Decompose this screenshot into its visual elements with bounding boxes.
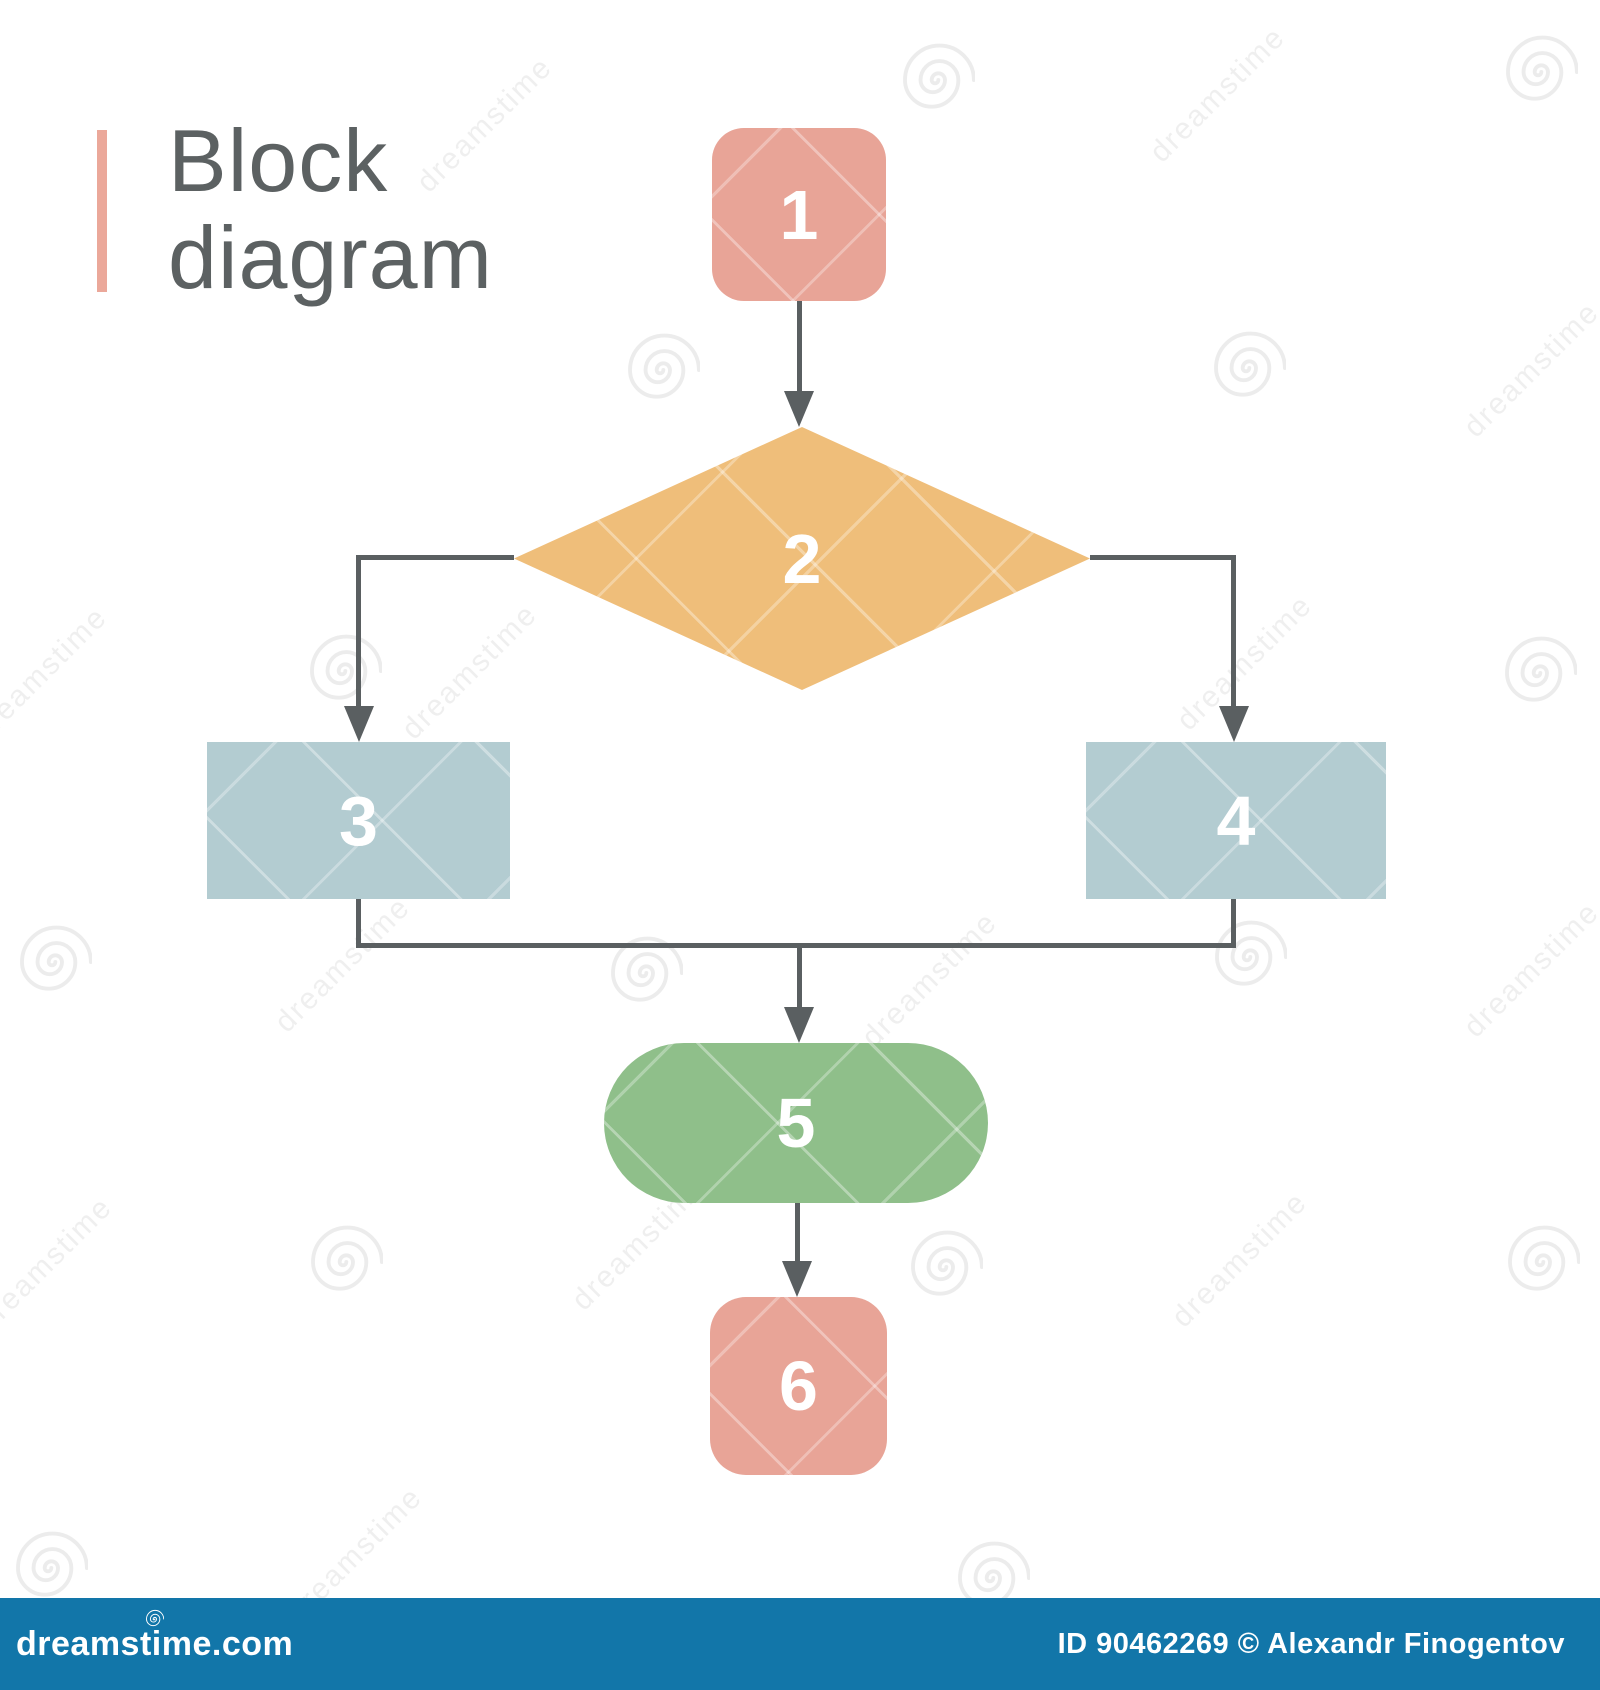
flow-node-4-label: 4 (1216, 781, 1256, 860)
dreamstime-spiral-watermark-icon (1508, 1225, 1580, 1291)
image-credit: ID 90462269 © Alexandr Finogentov (1057, 1627, 1565, 1660)
dreamstime-logo-text: dreamstime.com (16, 1624, 294, 1663)
flow-node-1: 1 (712, 128, 886, 301)
edge-4-5-line (1231, 899, 1236, 948)
flow-node-5-label: 5 (776, 1084, 816, 1162)
dreamstime-text-watermark: dreamstime (0, 1190, 119, 1339)
dreamstime-spiral-watermark-icon (1215, 920, 1287, 986)
edge-merge-5-line (797, 943, 802, 1009)
edge-5-6-arrowhead (782, 1261, 812, 1297)
flow-node-2: 2 (514, 427, 1090, 690)
flow-node-3: 3 (207, 742, 510, 899)
dreamstime-logo-spiral-icon (146, 1609, 164, 1626)
dreamstime-text-watermark: dreamstime (855, 905, 1004, 1054)
flow-node-6-label: 6 (779, 1347, 818, 1425)
page-title-line2: diagram (168, 208, 493, 307)
dreamstime-spiral-watermark-icon (628, 333, 700, 399)
dreamstime-spiral-watermark-icon (20, 925, 92, 991)
dreamstime-text-watermark: dreamstime (1457, 895, 1600, 1044)
dreamstime-spiral-watermark-icon (311, 1225, 383, 1291)
dreamstime-text-watermark: dreamstime (268, 890, 417, 1039)
title-accent-bar (97, 130, 107, 292)
flow-node-3-label: 3 (339, 781, 378, 860)
dreamstime-spiral-watermark-icon (1506, 35, 1578, 101)
edge-2-3-vline (356, 555, 361, 707)
edge-1-2-arrowhead (784, 391, 814, 427)
edge-2-4-vline (1231, 555, 1236, 707)
dreamstime-text-watermark: dreamstime (1165, 1185, 1314, 1334)
edge-merge-5-arrowhead (784, 1007, 814, 1043)
dreamstime-logo: dreamstime.com (16, 1609, 294, 1664)
flow-node-5: 5 (604, 1043, 988, 1203)
page-title: Block diagram (168, 112, 493, 306)
edge-2-4-arrowhead (1219, 706, 1249, 742)
edge-2-3-arrowhead (344, 706, 374, 742)
dreamstime-text-watermark: dreamstime (1143, 20, 1292, 169)
edge-3-5-line (356, 899, 361, 948)
edge-2-3-hline (356, 555, 514, 560)
flow-node-1-label: 1 (779, 175, 819, 254)
dreamstime-spiral-watermark-icon (1505, 636, 1577, 702)
dreamstime-spiral-watermark-icon (16, 1531, 88, 1597)
footer-bar: dreamstime.com ID 90462269 © Alexandr Fi… (0, 1598, 1600, 1690)
flow-node-2-label: 2 (782, 519, 822, 598)
dreamstime-spiral-watermark-icon (903, 43, 975, 109)
dreamstime-spiral-watermark-icon (911, 1230, 983, 1296)
flow-node-4: 4 (1086, 742, 1386, 899)
dreamstime-spiral-watermark-icon (1214, 331, 1286, 397)
edge-2-4-hline (1090, 555, 1236, 560)
dreamstime-text-watermark: dreamstime (395, 597, 544, 746)
flow-node-6: 6 (710, 1297, 887, 1475)
dreamstime-text-watermark: dreamstime (0, 600, 114, 749)
edge-merge-line (356, 943, 1236, 948)
dreamstime-spiral-watermark-icon (310, 634, 382, 700)
edge-5-6-line (795, 1203, 800, 1263)
dreamstime-text-watermark: dreamstime (1457, 295, 1600, 444)
edge-1-2-line (797, 301, 802, 393)
page-title-line1: Block (168, 111, 389, 210)
